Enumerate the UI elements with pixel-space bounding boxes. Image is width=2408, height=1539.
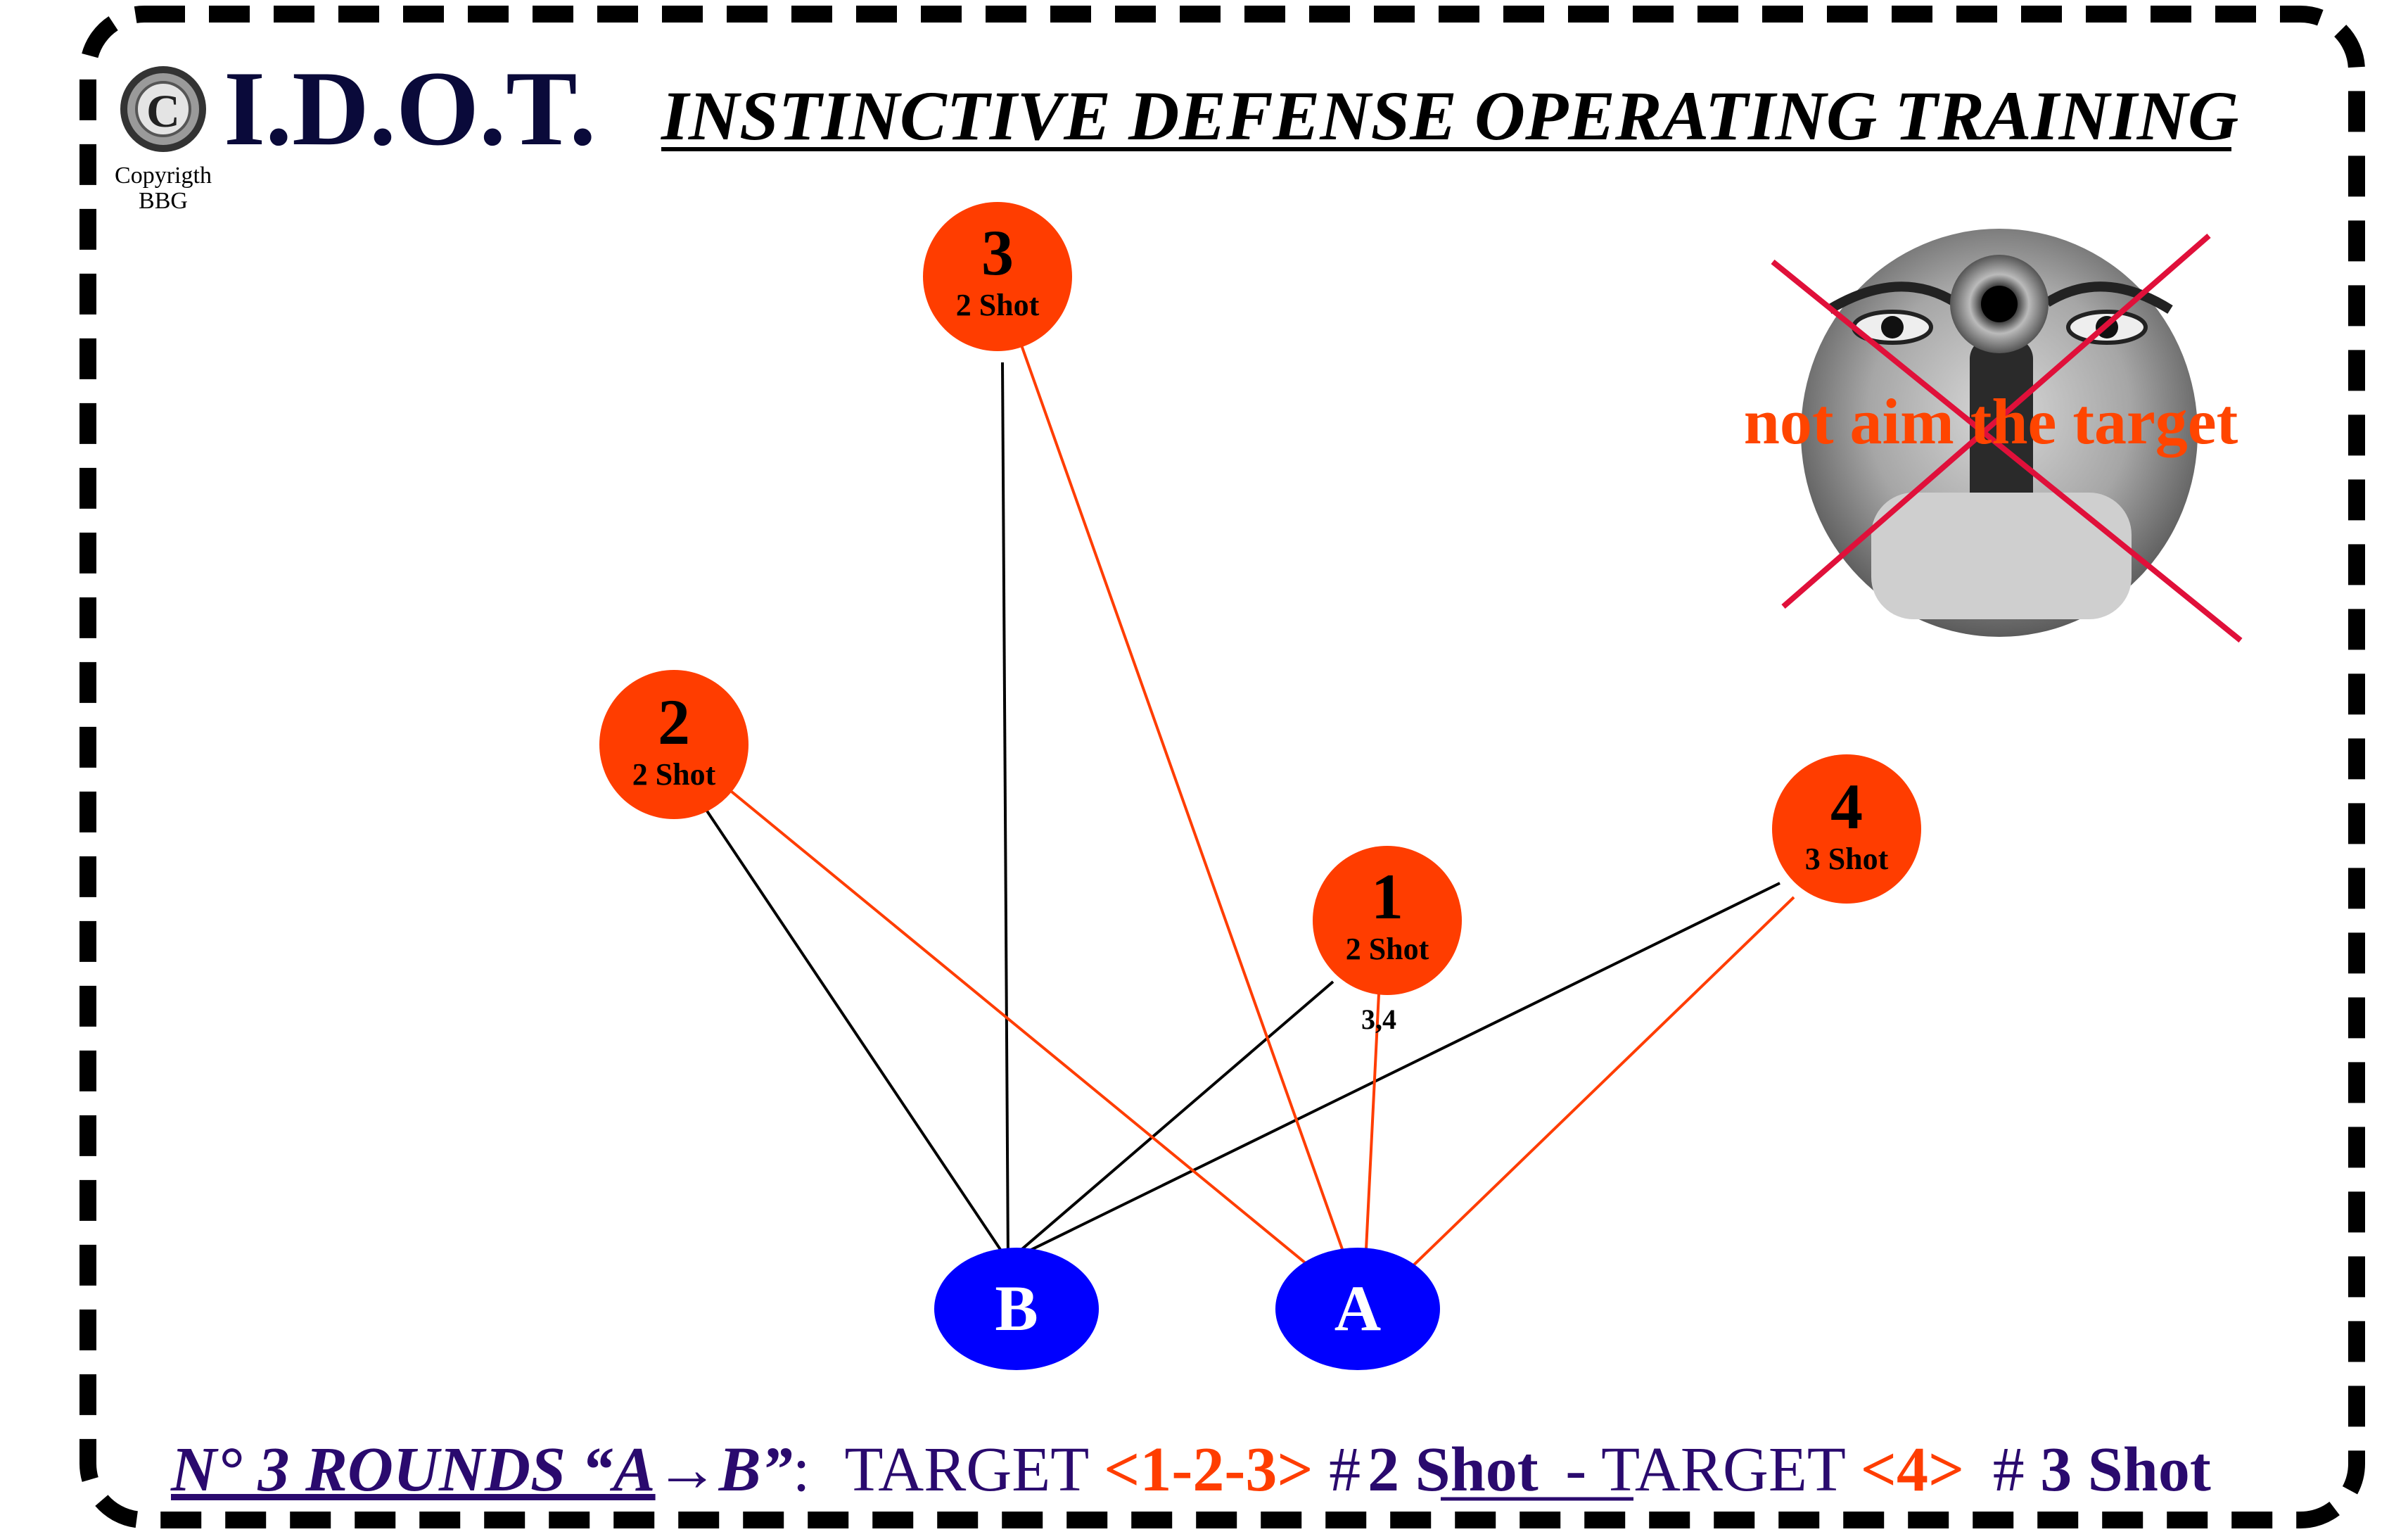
- target-4: 4 3 Shot: [1772, 754, 1921, 904]
- copyright-symbol: C: [146, 86, 180, 137]
- target-2-circle: [599, 670, 748, 819]
- target-4-shots: 3 Shot: [1805, 842, 1889, 876]
- target-1-shots: 2 Shot: [1346, 932, 1429, 966]
- page-title: INSTINCTIVE DEFENSE OPERATING TRAINING: [661, 77, 2238, 155]
- rounds-label-b: B”: [718, 1435, 793, 1505]
- footer-instructions: N° 3 ROUNDS “A→B”: TARGET <1-2-3> #2 Sho…: [170, 1435, 2211, 1505]
- position-a-label: A: [1334, 1272, 1381, 1344]
- sequence-annotation: 3,4: [1361, 1003, 1396, 1035]
- dashed-border: [79, 6, 2365, 1528]
- target-4-number: 4: [1830, 771, 1863, 842]
- no-aim-warning: not aim the target: [1744, 229, 2243, 643]
- target-3: 3 2 Shot: [923, 202, 1072, 351]
- arrow-icon: →: [656, 1435, 719, 1505]
- header: C I.D.O.T. Copyrigth BBG INSTINCTIVE DEF…: [115, 49, 2238, 214]
- line-b-t4: [1007, 882, 1780, 1262]
- connection-lines: [703, 341, 1795, 1272]
- line-a-t2: [730, 790, 1311, 1268]
- target-2-number: 2: [658, 686, 690, 758]
- target-1-circle: [1313, 846, 1462, 995]
- position-b: B: [934, 1248, 1099, 1370]
- target-1-number: 1: [1371, 861, 1403, 932]
- line-a-t4: [1407, 896, 1795, 1272]
- target-group2-label: TARGET: [1601, 1435, 1845, 1505]
- target-3-circle: [923, 202, 1072, 351]
- warning-text: not aim the target: [1744, 386, 2238, 457]
- target-2-shots: 2 Shot: [632, 757, 716, 792]
- position-a-marker: [1275, 1248, 1440, 1370]
- target-3-shots: 2 Shot: [956, 288, 1040, 322]
- target-group1-range: <1-2-3>: [1104, 1435, 1313, 1505]
- line-a-t1: [1365, 993, 1380, 1250]
- position-a: A: [1275, 1248, 1440, 1370]
- target-1: 1 2 Shot: [1313, 846, 1462, 995]
- target-3-number: 3: [981, 217, 1014, 289]
- target-2: 2 2 Shot: [599, 670, 748, 819]
- rounds-label: N° 3 ROUNDS “A: [170, 1435, 656, 1505]
- line-b-t3: [1001, 362, 1009, 1262]
- line-b-t2: [703, 806, 1009, 1262]
- position-b-label: B: [995, 1272, 1038, 1344]
- target-group1-shots: 2 Shot: [1368, 1435, 1539, 1505]
- line-a-t3: [1019, 341, 1344, 1250]
- line-b-t1: [1007, 980, 1334, 1262]
- logo-text: I.D.O.T.: [224, 49, 596, 167]
- target-group2-range: <4>: [1861, 1435, 1965, 1505]
- cross-icon: [1771, 259, 2243, 643]
- copyright-line1: Copyrigth: [115, 163, 212, 189]
- position-b-marker: [934, 1248, 1099, 1370]
- target-4-circle: [1772, 754, 1921, 904]
- copyright-line2: BBG: [139, 188, 188, 214]
- target-group1-label: TARGET: [845, 1435, 1089, 1505]
- target-group2-shots: 3 Shot: [2040, 1435, 2211, 1505]
